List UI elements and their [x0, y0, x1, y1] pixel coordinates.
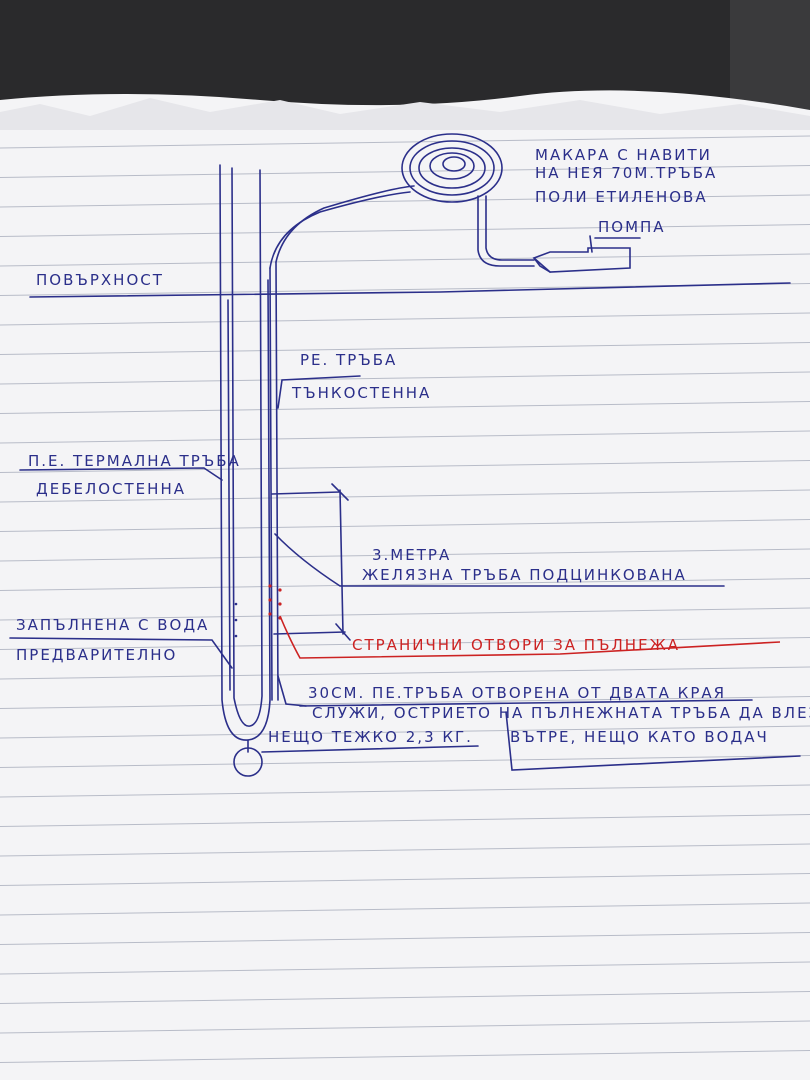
ruled-line	[0, 460, 810, 473]
label-iron-line2: ЖЕЛЯЗНА ТРЪБА ПОДЦИНКОВАНА	[362, 566, 687, 584]
label-reel-line2: НА НЕЯ 70М.ТРЪБА	[535, 164, 717, 182]
ruled-line	[0, 489, 810, 503]
hose-to-pump-2	[485, 195, 535, 261]
ruled-line	[0, 902, 810, 916]
ruled-line	[0, 932, 810, 945]
side-holes	[268, 584, 282, 620]
ruled-line	[0, 430, 810, 444]
leader-filled	[9, 637, 233, 669]
ruled-lines	[0, 135, 810, 1063]
water-fill-marks	[234, 602, 238, 638]
pe-pipe-to-reel-2	[275, 185, 415, 263]
guide-bracket	[299, 699, 801, 771]
ruled-line	[0, 637, 810, 650]
label-filled-line2: ПРЕДВАРИТЕЛНО	[16, 646, 177, 664]
dimension-vertical	[339, 489, 344, 635]
label-guide-line3: ВЪТРЕ, НЕЩО КАТО ВОДАЧ	[510, 728, 769, 746]
ruled-line	[0, 342, 810, 355]
thermal-pipe-inner	[231, 167, 263, 727]
ruled-line	[0, 873, 810, 886]
ruled-line	[0, 991, 810, 1004]
leader-weight	[261, 745, 479, 753]
ruled-line	[0, 784, 810, 798]
label-surface: ПОВЪРХНОСТ	[36, 271, 164, 289]
ruled-line	[0, 843, 810, 857]
leader-pe-pipe	[277, 375, 361, 409]
hose-to-pump	[477, 195, 535, 267]
pe-pipe-to-reel	[269, 191, 411, 269]
pe-pipe-right	[275, 261, 279, 701]
drawing	[9, 133, 801, 777]
label-thermal-line1: П.Е. ТЕРМАЛНА ТРЪБА	[28, 452, 241, 470]
ruled-line	[0, 194, 810, 208]
reel-coil	[401, 133, 503, 203]
label-thermal-line2: ДЕБЕЛОСТЕННА	[36, 480, 186, 498]
label-pump: ПОМПА	[598, 218, 666, 236]
label-weight: НЕЩО ТЕЖКО 2,3 КГ.	[268, 728, 473, 746]
ruled-line	[0, 312, 810, 326]
weight-ball	[233, 747, 263, 777]
ruled-line	[0, 755, 810, 768]
surface-line	[29, 282, 791, 298]
label-pe-pipe-line2: ТЪНКОСТЕННА	[291, 384, 431, 402]
label-filled-line1: ЗАПЪЛНЕНА С ВОДА	[16, 616, 209, 634]
leader-iron-pipe	[274, 533, 725, 587]
torn-paper-edge	[0, 98, 810, 130]
ruled-line	[0, 607, 810, 621]
label-iron-line1: 3.МЕТРА	[372, 546, 451, 564]
pump-nozzle	[533, 257, 551, 273]
ruled-line	[0, 578, 810, 591]
label-reel-line3: ПОЛИ ЕТИЛЕНОВА	[535, 188, 708, 206]
label-guide-line2: СЛУЖИ, ОСТРИЕТО НА ПЪЛНЕЖНАТА ТРЪБА ДА В…	[312, 704, 810, 722]
ruled-line	[0, 725, 810, 739]
ruled-line	[0, 1050, 810, 1063]
leader-side-holes	[279, 615, 781, 659]
ruled-line	[0, 961, 810, 975]
leader-thermal	[19, 467, 223, 481]
dimension-top	[271, 491, 341, 495]
label-pe-pipe-line1: PE. ТРЪБА	[300, 351, 397, 369]
ruled-line	[0, 519, 810, 532]
pe-pipe-left	[269, 267, 273, 701]
ruled-line	[0, 814, 810, 827]
label-reel-line1: МАКАРА С НАВИТИ	[535, 146, 712, 164]
ruled-line	[0, 135, 810, 149]
ruled-line	[0, 224, 810, 237]
dimension-tick-bottom	[335, 623, 351, 641]
thermal-pipe-liner	[227, 299, 231, 691]
leader-guide	[277, 675, 307, 707]
ruled-line	[0, 1020, 810, 1034]
ruled-line	[0, 548, 810, 562]
dimension-bottom	[273, 631, 346, 635]
pump-handle	[589, 235, 593, 253]
ruled-line	[0, 696, 810, 709]
label-guide-line1: 30СМ. ПЕ.ТРЪБА ОТВОРЕНА ОТ ДВАТА КРАЯ	[308, 684, 726, 702]
ruled-line	[0, 253, 810, 267]
label-side-holes: СТРАНИЧНИ ОТВОРИ ЗА ПЪЛНЕЖА	[352, 636, 680, 654]
ruled-line	[0, 401, 810, 414]
pump-body	[532, 247, 631, 273]
ruled-line	[0, 666, 810, 680]
ruled-line	[0, 371, 810, 385]
ruled-line	[0, 165, 810, 178]
